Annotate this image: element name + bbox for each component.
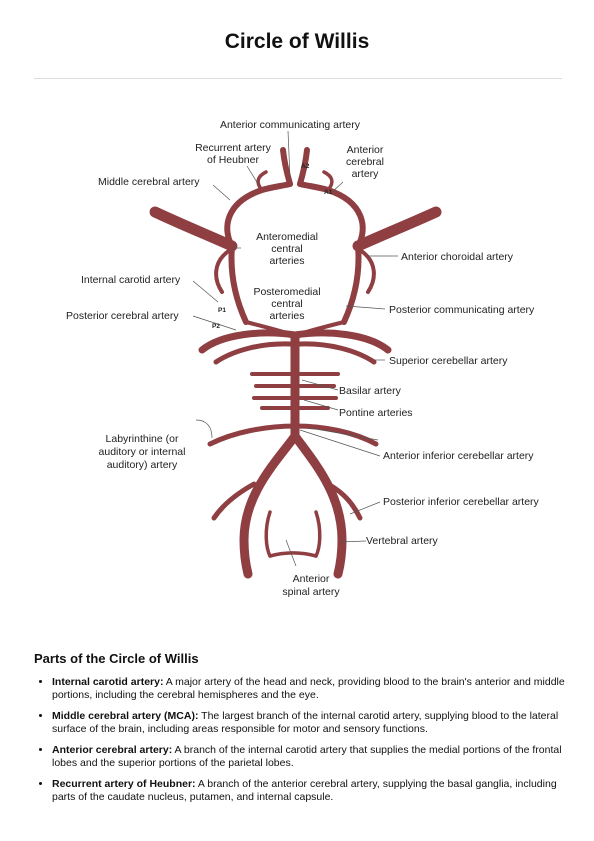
pica-left [211, 481, 257, 521]
list-item: Internal carotid artery: A major artery … [52, 676, 580, 702]
label-pontine: Pontine arteries [339, 407, 413, 419]
label-aca: artery [352, 168, 380, 180]
diagram-labels: Anterior communicating artery Recurrent … [66, 119, 540, 598]
item-description: The largest branch of the internal carot… [52, 710, 559, 735]
sca-left [213, 341, 293, 365]
ant-choroidal-left [214, 248, 232, 294]
label-aca: Anterior [347, 144, 384, 156]
label-a1: A1 [324, 189, 333, 196]
label-posteromedial: central [271, 298, 303, 310]
label-aica: Anterior inferior cerebellar artery [383, 450, 534, 462]
item-term: Anterior cerebral artery: [52, 744, 173, 756]
item-term: Middle cerebral artery (MCA): [52, 710, 199, 722]
label-p2: P2 [212, 323, 220, 330]
sca-right [297, 341, 377, 365]
label-aca: cerebral [346, 156, 384, 168]
asa-join [268, 551, 318, 558]
label-ica: Internal carotid artery [81, 274, 181, 286]
label-labyrinthine: auditory or internal [99, 446, 186, 458]
mca-left [149, 206, 238, 252]
label-heubner: of Heubner [207, 154, 259, 166]
item-description: A branch of the internal carotid artery … [52, 744, 562, 769]
label-asa: spinal artery [282, 586, 340, 598]
pcom-right [341, 243, 362, 325]
list-item: Middle cerebral artery (MCA): The larges… [52, 710, 580, 736]
item-description: A major artery of the head and neck, pro… [52, 676, 565, 701]
label-anteromedial: central [271, 243, 303, 255]
label-labyrinthine: auditory) artery [107, 459, 178, 471]
label-posteromedial: arteries [269, 310, 304, 322]
label-vertebral: Vertebral artery [366, 535, 439, 547]
list-item: Recurrent artery of Heubner: A branch of… [52, 778, 580, 804]
aica-left [207, 423, 298, 447]
vertebral-left [239, 431, 300, 579]
pcom-left [228, 243, 249, 325]
heubner-left [256, 170, 268, 192]
p1-right [298, 320, 346, 336]
item-term: Recurrent artery of Heubner: [52, 778, 196, 790]
aca-a2-left [280, 147, 293, 187]
aica-right [292, 423, 379, 447]
label-labyrinthine: Labyrinthine (or [106, 433, 179, 445]
vertebral-right [290, 431, 347, 579]
mca-right [352, 206, 442, 252]
pica-right [325, 481, 363, 521]
list-item: Anterior cerebral artery: A branch of th… [52, 744, 580, 770]
label-asa: Anterior [293, 573, 330, 585]
label-heubner: Recurrent artery [195, 142, 272, 154]
ant-choroidal-right [358, 248, 376, 294]
leader-lines [192, 130, 398, 567]
p1-left [244, 320, 292, 336]
item-description: A branch of the anterior cerebral artery… [52, 778, 557, 803]
asa-left [264, 510, 272, 558]
item-term: Internal carotid artery: [52, 676, 164, 688]
label-a2: A2 [301, 163, 310, 170]
page-title: Circle of Willis [224, 30, 370, 53]
parts-list: Internal carotid artery: A major artery … [34, 676, 580, 812]
label-anterior-choroidal: Anterior choroidal artery [401, 251, 514, 263]
label-anteromedial: Anteromedial [256, 231, 318, 243]
label-posteromedial: Posteromedial [253, 286, 320, 298]
label-p1: P1 [218, 307, 226, 314]
divider [34, 78, 562, 79]
label-basilar: Basilar artery [339, 385, 402, 397]
arteries [149, 147, 442, 579]
label-pca: Posterior cerebral artery [66, 310, 179, 322]
label-pica: Posterior inferior cerebellar artery [383, 496, 540, 508]
label-acom: Anterior communicating artery [220, 119, 361, 131]
label-pcom: Posterior communicating artery [389, 304, 535, 316]
heubner-right [322, 170, 334, 192]
label-anteromedial: arteries [269, 255, 304, 267]
aca-a2-right [297, 147, 310, 187]
circle-of-willis-diagram: Anterior communicating artery Recurrent … [66, 119, 540, 598]
label-sca: Superior cerebellar artery [389, 355, 508, 367]
asa-right [314, 510, 322, 558]
section-heading: Parts of the Circle of Willis [34, 651, 199, 666]
label-mca: Middle cerebral artery [98, 176, 200, 188]
